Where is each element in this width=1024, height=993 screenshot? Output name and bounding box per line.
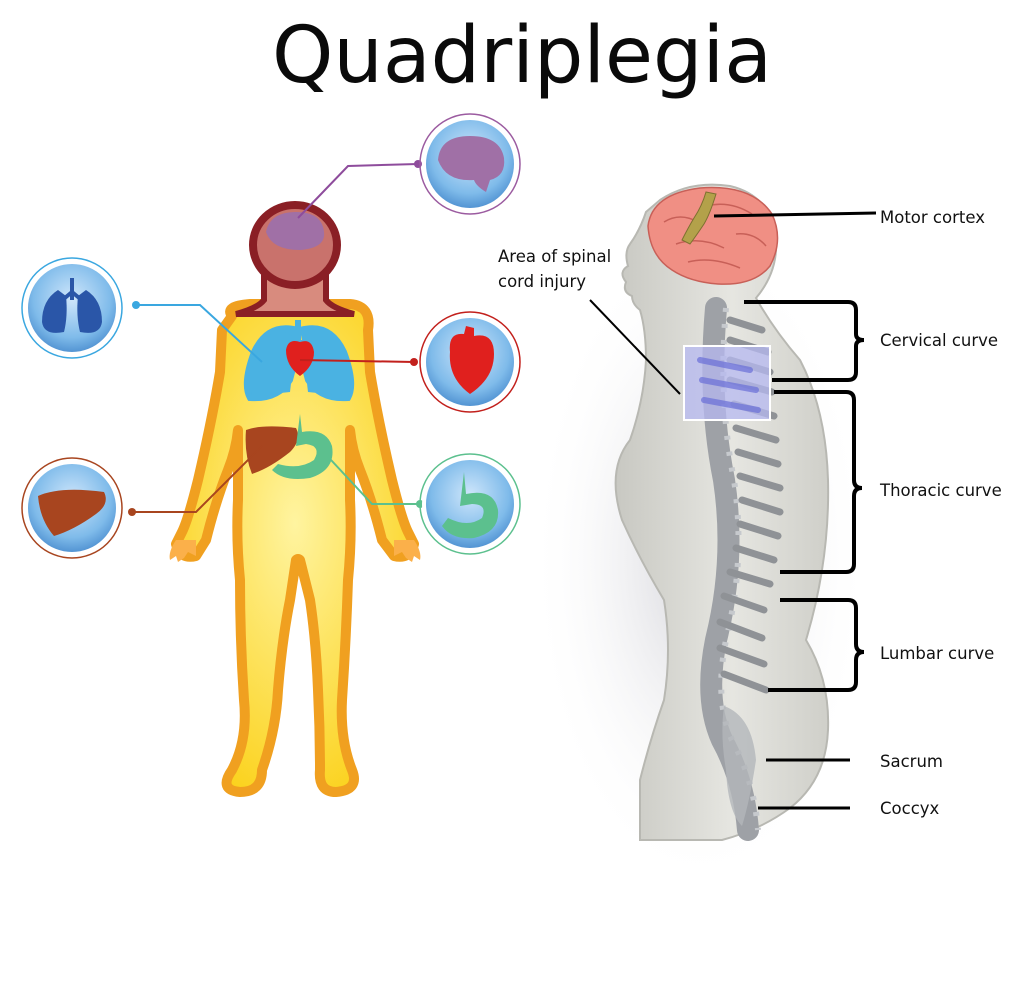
cervical-bracket	[744, 300, 865, 382]
left-hand	[169, 540, 196, 562]
stomach-icon	[419, 453, 521, 555]
cervical-label: Cervical curve	[880, 331, 998, 350]
injury-label-line1: Area of spinal	[498, 247, 611, 266]
profile-brain	[647, 186, 779, 285]
page-title: Quadriplegia	[272, 11, 772, 101]
motor-cortex-label: Motor cortex	[880, 208, 985, 227]
lumbar-bracket	[768, 598, 865, 692]
body-silhouette	[171, 299, 419, 797]
brain-icon	[419, 113, 521, 215]
lumbar-label: Lumbar curve	[880, 644, 994, 663]
motor-cortex	[681, 191, 717, 245]
liver-connector	[132, 445, 263, 513]
lungs-connector	[136, 304, 263, 363]
injury-label-line2: cord injury	[498, 272, 586, 291]
thoracic-label: Thoracic curve	[879, 481, 1002, 500]
motor-cortex-leader	[713, 211, 877, 218]
sacrum-label: Sacrum	[880, 752, 943, 771]
liver	[245, 426, 298, 474]
liver-icon	[21, 457, 123, 559]
brain-in-head	[266, 212, 325, 250]
brain-connector	[297, 163, 419, 219]
heart-icon	[419, 311, 521, 413]
right-anatomy-figure	[530, 183, 870, 890]
thoracic-bracket	[774, 390, 863, 574]
injury-leader	[589, 299, 681, 395]
stomach-connector	[317, 445, 420, 505]
right-labels: Motor cortex Area of spinal cord injury …	[498, 208, 1002, 818]
lungs-icon	[21, 257, 123, 359]
stomach	[272, 414, 333, 479]
heart-connector	[299, 359, 415, 363]
coccyx-label: Coccyx	[880, 799, 940, 818]
right-hand	[394, 540, 421, 562]
left-body-figure	[128, 160, 424, 797]
heart	[286, 341, 314, 376]
